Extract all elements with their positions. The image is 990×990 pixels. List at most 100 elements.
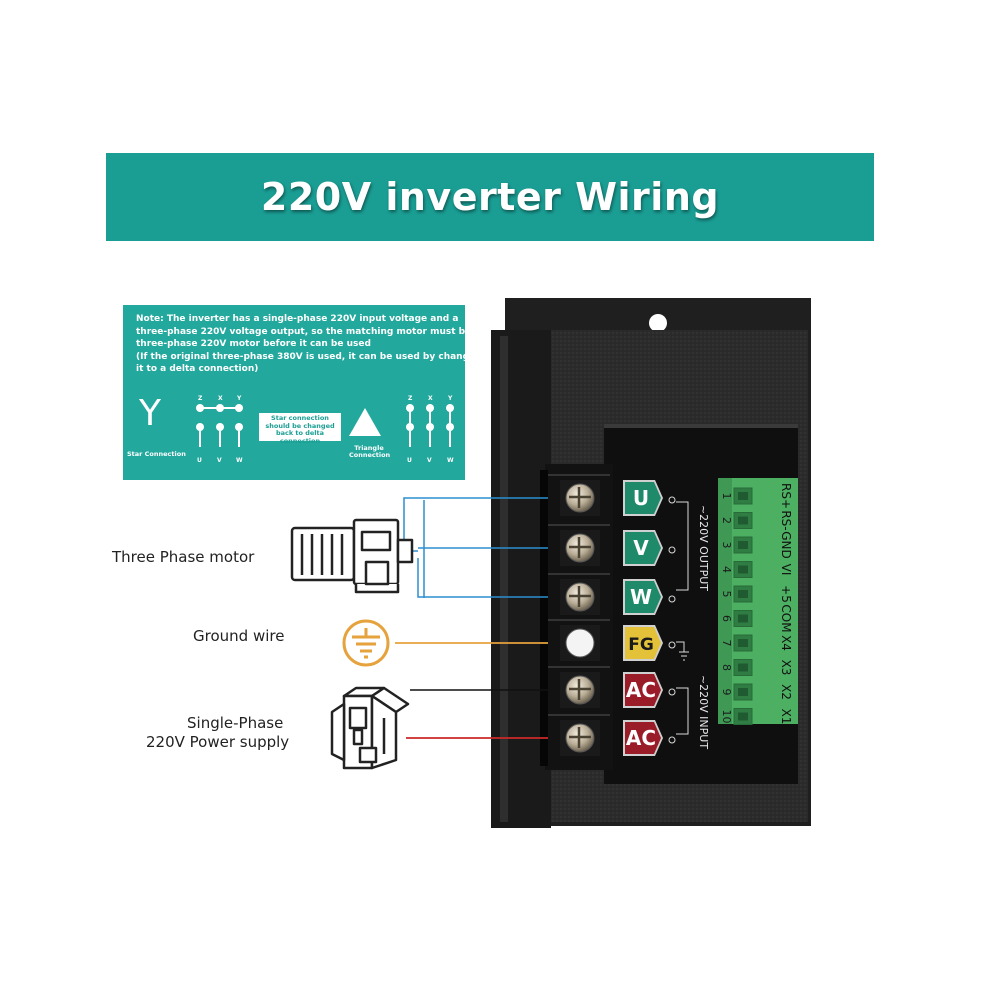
control-pin-label: RS- [779, 510, 793, 530]
output-label: ~220V OUTPUT [697, 505, 710, 591]
strip-divider [548, 524, 610, 526]
strip-divider [548, 619, 610, 621]
badge-connector [668, 595, 676, 603]
note-line: three-phase 220V motor before it can be … [136, 339, 371, 349]
term-label: Y [448, 395, 453, 402]
control-pin-label: COM [779, 604, 793, 632]
bridge-line [449, 411, 451, 425]
term-label: X [428, 395, 433, 402]
control-pin-label: RS+ [779, 483, 793, 509]
pin-hole [738, 712, 748, 721]
note-line: it to a delta connection) [136, 364, 259, 374]
term-label: V [217, 457, 222, 464]
terminal-badge-label: U [633, 486, 649, 510]
pin-number: 5 [720, 591, 733, 598]
breaker-icon [330, 686, 410, 770]
terminal-screw [565, 628, 595, 658]
terminal-badge-label: W [630, 585, 652, 609]
term-label: W [447, 457, 454, 464]
terminal-badge [625, 482, 661, 514]
pin-number: 8 [720, 664, 733, 671]
fin-edge [500, 336, 508, 822]
terminal-badge-label: AC [626, 726, 656, 750]
output-bracket [676, 501, 689, 591]
ground-label: Ground wire [193, 627, 285, 645]
control-pin-label: VI [779, 564, 793, 576]
pin-number: 7 [720, 640, 733, 647]
title-banner: 220V inverter Wiring [106, 153, 874, 241]
pin-hole [738, 663, 748, 672]
terminal-dot [426, 404, 434, 412]
star-caption: Star Connection [127, 450, 186, 458]
terminal-dot [216, 423, 224, 431]
control-pin-label: GND [779, 531, 793, 559]
strip-divider [548, 666, 610, 668]
star-symbol: Y [139, 393, 161, 434]
star-change-note: Star connection should be changed back t… [259, 413, 341, 444]
recess-edge [604, 424, 798, 428]
pin-hole [738, 492, 748, 500]
control-pin-label: X2 [779, 684, 793, 700]
lead-line [219, 431, 221, 447]
bridge-line [200, 407, 239, 409]
terminal-badge-label: FG [628, 635, 654, 655]
term-label: Z [198, 395, 203, 402]
pin-hole [738, 614, 748, 623]
note-text: Note: The inverter has a single-phase 22… [136, 313, 485, 376]
pin-number: 2 [720, 517, 733, 524]
wire-w [417, 558, 548, 598]
terminal-badge [625, 674, 661, 706]
terminal-badge [625, 532, 661, 564]
note-line: three-phase 220V voltage output, so the … [136, 326, 481, 337]
power-terminal-strip [540, 464, 613, 770]
note-line: (If the original three-phase 380V is use… [136, 351, 485, 362]
term-label: Y [237, 395, 242, 402]
note-line: Note: The inverter has a single-phase 22… [136, 314, 459, 324]
motor-icon [290, 518, 414, 594]
badge-connector [668, 736, 676, 744]
supply-label-line1: Single-Phase [187, 714, 284, 732]
strip-divider [548, 714, 610, 716]
pin-hole [738, 541, 748, 549]
terminal-badge [625, 722, 661, 754]
mounting-hole [649, 314, 667, 332]
terminal-badge [625, 627, 661, 659]
note-panel: Note: The inverter has a single-phase 22… [123, 305, 485, 480]
term-label: W [236, 457, 243, 464]
ground-icon [342, 619, 390, 667]
pin-hole [738, 590, 748, 598]
terminal-dot [406, 423, 414, 431]
pin-number: 3 [720, 542, 733, 549]
control-block-side [718, 478, 732, 724]
terminal-strip-edge [540, 470, 548, 766]
lead-line [238, 431, 240, 447]
terminal-dot [446, 423, 454, 431]
badge-connector [668, 641, 676, 649]
terminal-dot [235, 404, 243, 412]
pin-hole [738, 516, 748, 525]
terminal-badge-label: AC [626, 678, 656, 702]
term-label: U [407, 457, 412, 464]
lead-line [449, 431, 451, 447]
pin-hole [738, 565, 748, 574]
terminal-badge [625, 581, 661, 613]
terminal-dot [196, 423, 204, 431]
pin-hole [738, 639, 748, 647]
triangle-caption: Triangle Connection [349, 444, 391, 459]
pin-number: 10 [720, 710, 733, 724]
pin-number: 9 [720, 689, 733, 696]
control-pin-label: X3 [779, 660, 793, 676]
banner-title: 220V inverter Wiring [260, 175, 720, 219]
control-pin-label: +5 [779, 585, 793, 603]
badge-connector [668, 496, 676, 504]
pin-number: 4 [720, 566, 733, 573]
pin-number: 1 [720, 493, 733, 500]
bridge-line [409, 411, 411, 425]
badge-connector [668, 546, 676, 554]
motor-label: Three Phase motor [112, 548, 255, 566]
pin-number: 6 [720, 615, 733, 622]
bridge-line [429, 411, 431, 425]
term-label: X [218, 395, 223, 402]
supply-label-line2: 220V Power supply [146, 733, 290, 751]
